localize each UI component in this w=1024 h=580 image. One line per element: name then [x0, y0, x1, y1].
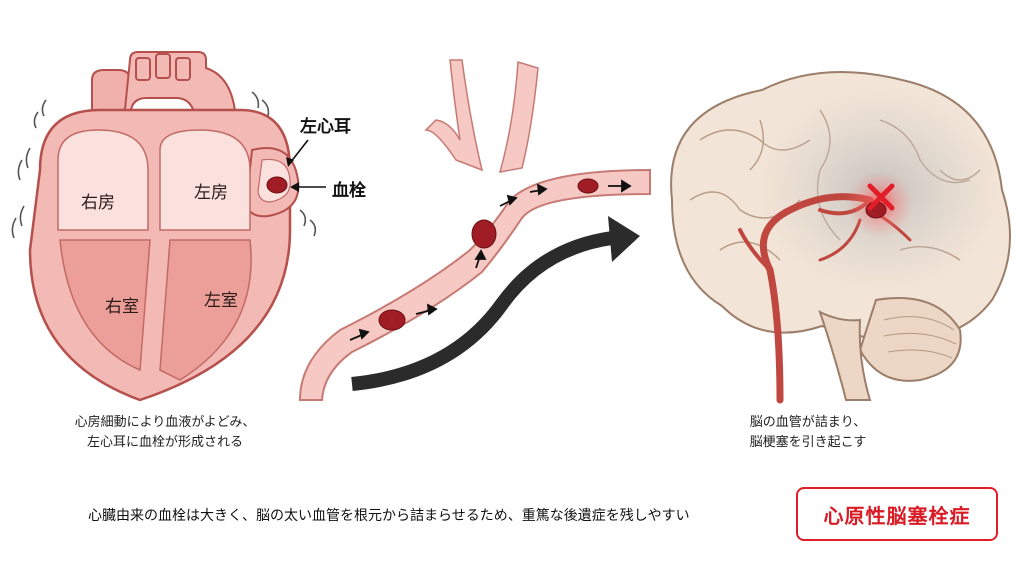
diagnosis-badge-label: 心原性脳塞栓症 [823, 503, 971, 528]
thrombus-appendage [266, 176, 288, 194]
diagnosis-badge: 心原性脳塞栓症 [796, 487, 998, 541]
heart-caption-line-1: 心房細動により血液がよどみ、 [74, 415, 256, 430]
heart-motion-lines [11, 91, 317, 239]
left-ventricle-chamber [159, 239, 252, 381]
vessel-illustration [298, 59, 651, 401]
heart-illustration [11, 51, 326, 402]
thrombus-vessel-3 [577, 178, 599, 194]
left-atrium-chamber [159, 129, 251, 231]
big-arrow-head [608, 216, 640, 262]
label-right-ventricle: 右室 [105, 297, 139, 317]
label-left-atrium: 左房 [194, 183, 228, 203]
heart-caption: 心房細動により血液がよどみ、 左心耳に血栓が形成される [40, 413, 290, 453]
thrombus-vessel-1 [378, 309, 406, 331]
right-atrium-chamber [57, 129, 149, 231]
callout-line-appendage [289, 139, 309, 164]
flow-arrows [349, 179, 632, 341]
label-right-atrium: 右房 [81, 193, 115, 213]
brainstem [818, 310, 872, 401]
bottom-note: 心臓由来の血栓は大きく、脳の太い血管を根元から詰まらせるため、重篤な後遺症を残し… [88, 508, 690, 524]
brain-caption: 脳の血管が詰まり、 脳梗塞を引き起こす [728, 413, 888, 453]
brain-caption-line-1: 脳の血管が詰まり、 [749, 415, 867, 430]
brain-illustration [670, 71, 1011, 404]
brain-caption-line-2: 脳梗塞を引き起こす [749, 435, 867, 451]
label-left-ventricle: 左室 [204, 291, 238, 311]
cerebellum [858, 297, 962, 382]
callout-left-atrial-appendage: 左心耳 [300, 117, 351, 137]
callout-thrombus: 血栓 [332, 181, 366, 201]
occlusion-x-icon [867, 183, 895, 211]
big-direction-arrow [351, 231, 614, 391]
heart-caption-line-2: 左心耳に血栓が形成される [86, 435, 243, 451]
right-ventricle-chamber [59, 239, 151, 372]
thrombus-vessel-2 [471, 219, 497, 249]
artery [298, 168, 651, 401]
